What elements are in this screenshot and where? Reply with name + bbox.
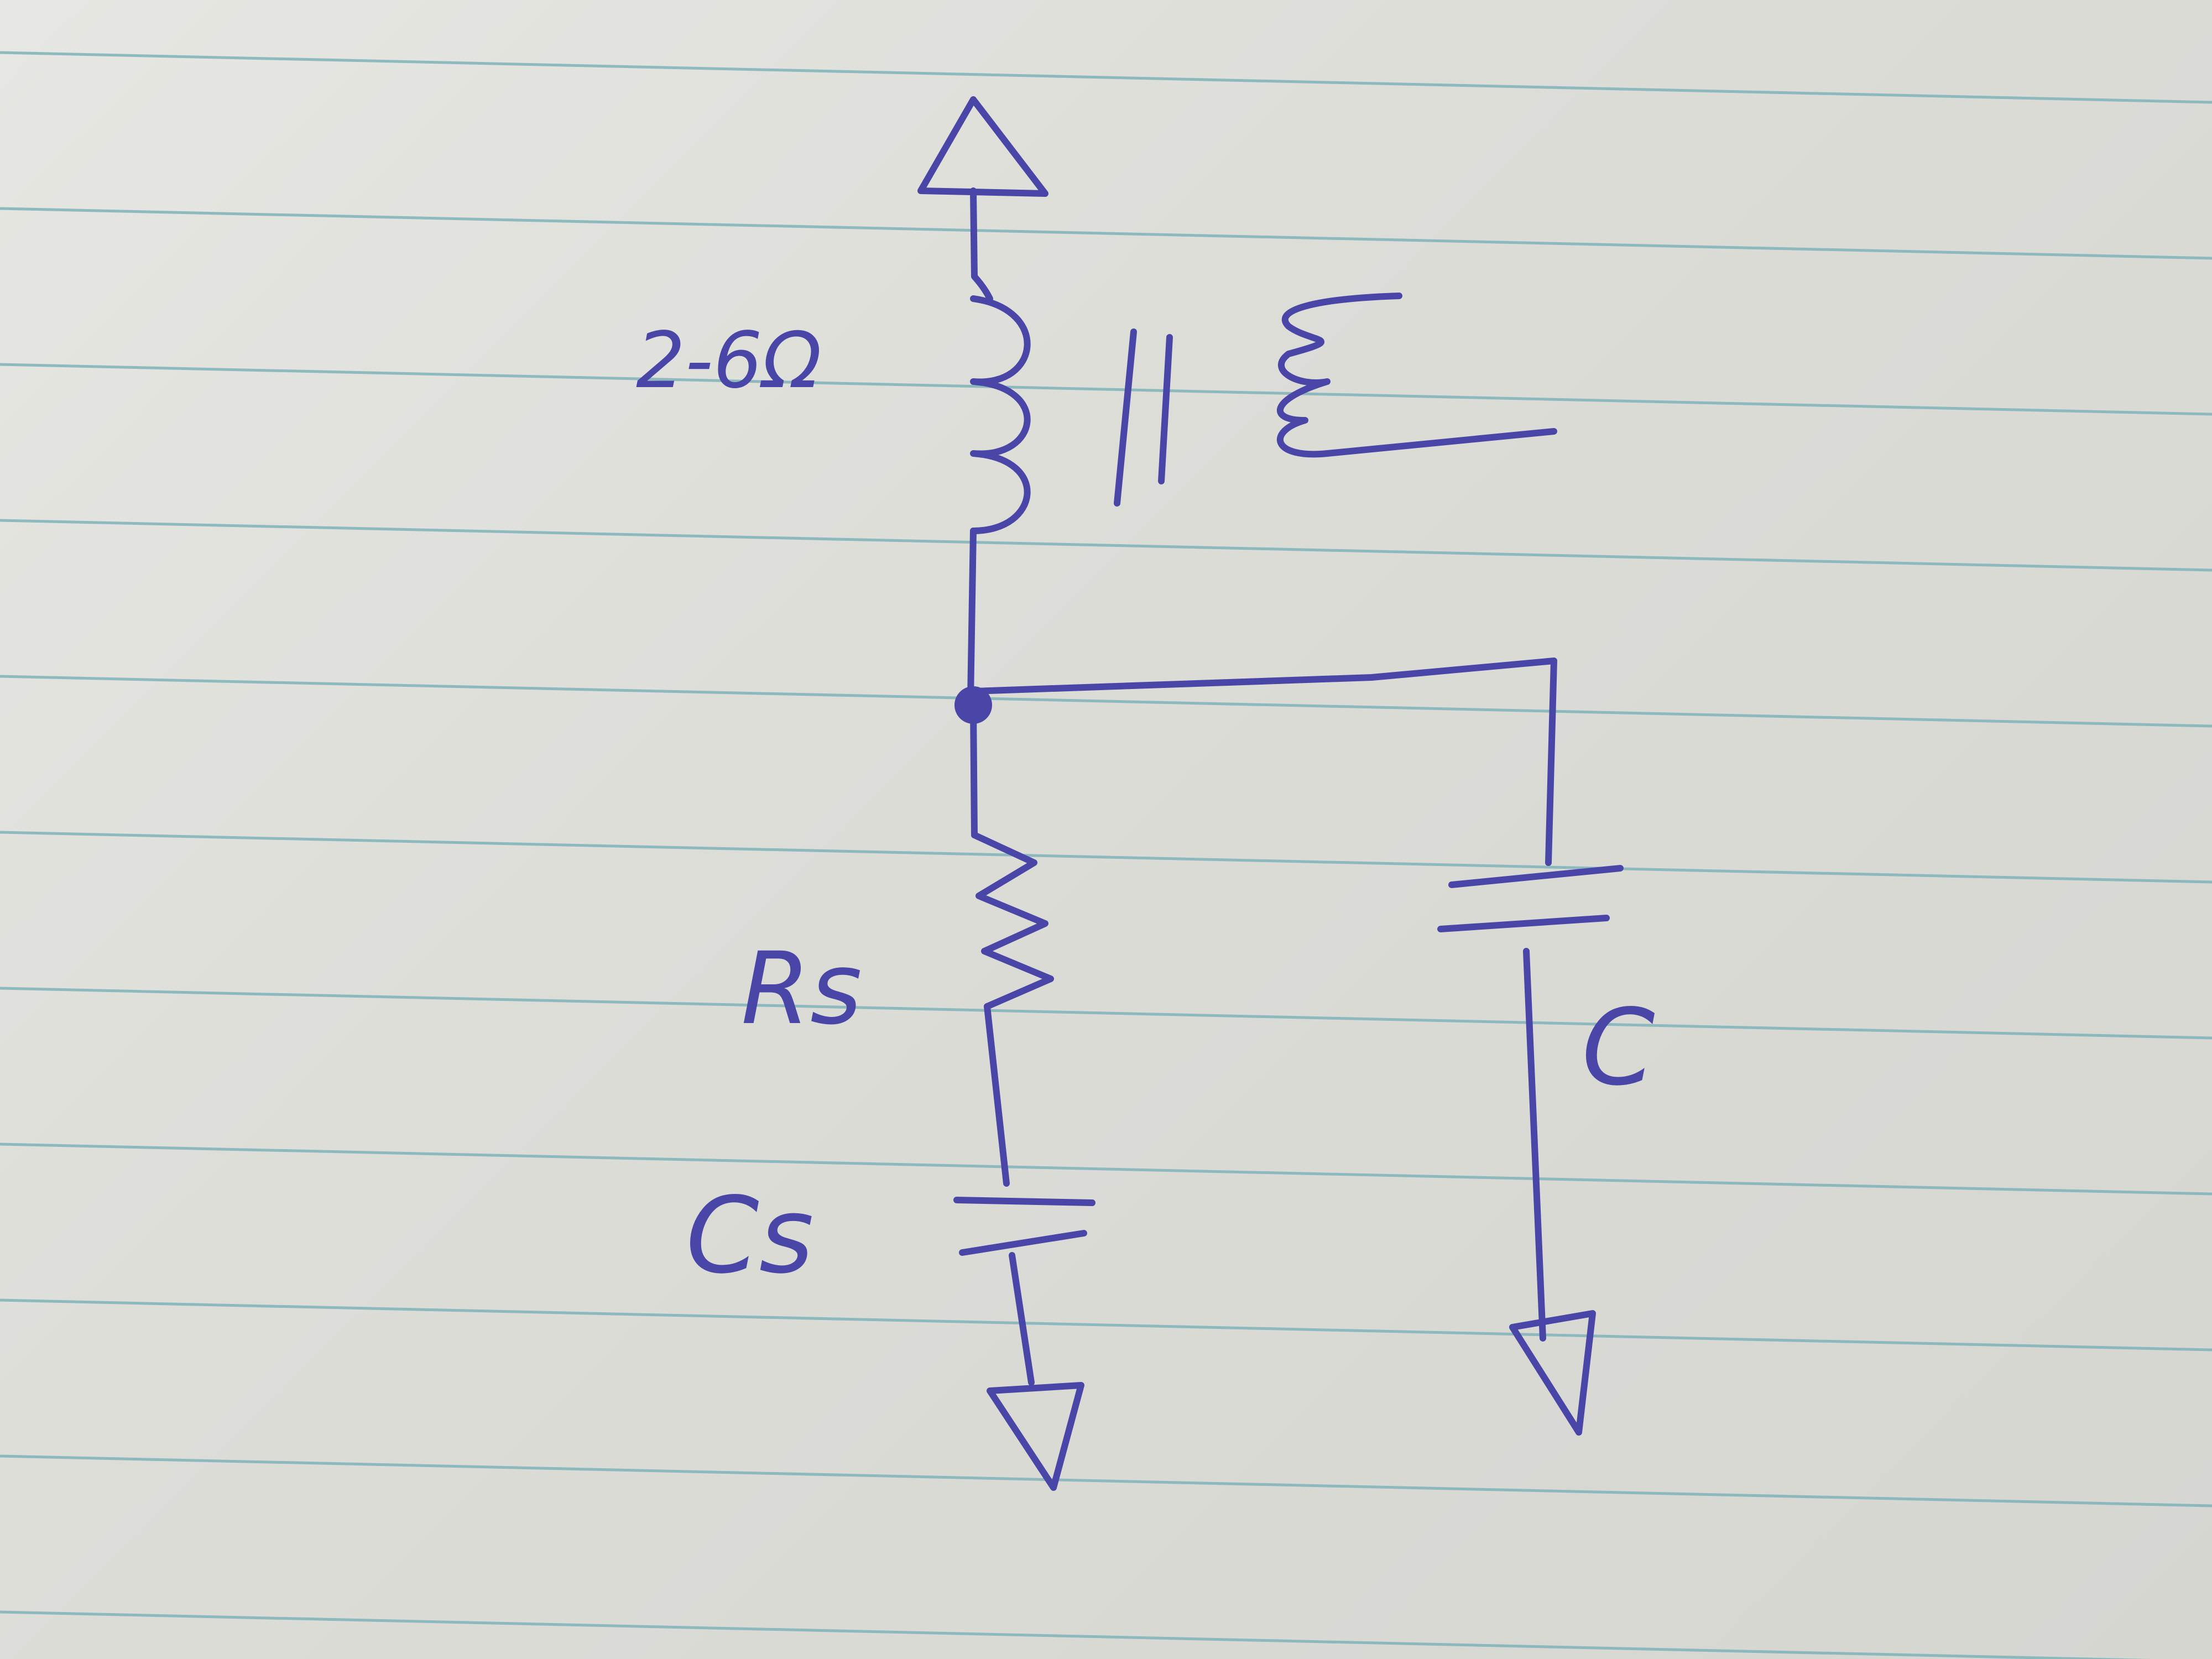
series-resistor [971,832,1054,1010]
ruled-line [0,831,2212,884]
inductor-to-node-wire [967,528,977,703]
top-lead-wire [970,187,993,302]
ruled-line [0,1454,2212,1507]
shunt-capacitor-lower-wire [1523,948,1546,1342]
right-ground-triangle [1509,1310,1596,1436]
circuit-drawing [917,96,1624,1491]
shunt-capacitor-label: C [1582,987,1655,1109]
top-terminal-arrow [917,96,1048,197]
top-horizontal-wire [970,658,1557,695]
ruled-line [0,1298,2212,1352]
series-capacitor-label: Cs [686,1175,814,1297]
ruled-line [0,51,2212,104]
ruled-line [0,675,2212,728]
right-branch-down-wire [1545,658,1557,866]
series-resistor-label: Rs [741,931,862,1047]
ruled-lines [0,51,2212,1659]
ruled-line [0,363,2212,416]
series-capacitor-plate-top [953,1197,1095,1206]
series-capacitor-lower-wire [1009,1252,1035,1386]
inductor-coil [970,295,1031,534]
inductor-value-label: 2-6Ω [636,316,822,406]
inductor-core-bar-2 [1158,334,1173,484]
left-ground-triangle [987,1382,1084,1491]
series-capacitor-plate-bottom [959,1230,1087,1256]
resistor-to-capacitor-wire [984,1003,1010,1187]
inductor-core-bar-1 [1114,328,1137,507]
ruled-line [0,1610,2151,1659]
ruled-line [0,519,2212,572]
node-to-resistor-wire [970,702,978,838]
transducer-squiggle [1277,293,1557,458]
ruled-line [0,987,2212,1040]
ruled-line [0,1142,2212,1196]
shunt-capacitor-plate-bottom [1437,915,1610,932]
ruled-line [0,207,2212,260]
shunt-capacitor-plate-top [1448,865,1624,888]
